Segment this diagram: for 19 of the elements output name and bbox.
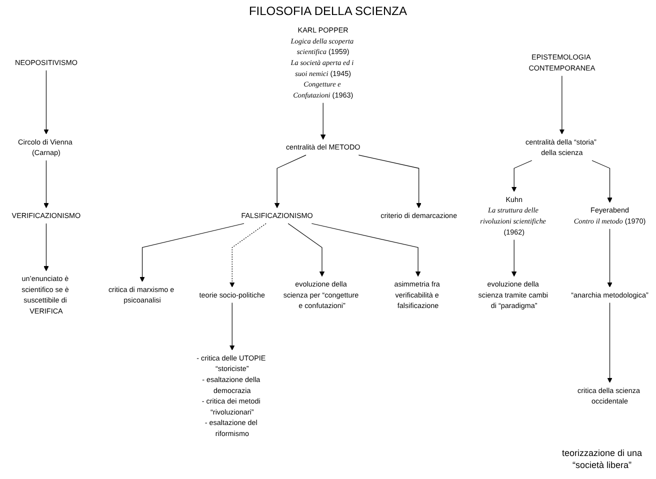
arrow <box>607 302 612 383</box>
note-text: teorizzazione di una “società libera” <box>560 446 644 471</box>
arrow <box>230 302 235 350</box>
arrow <box>311 223 421 277</box>
arrow <box>44 223 49 272</box>
arrow <box>274 154 306 208</box>
arrow <box>288 223 325 277</box>
arrow <box>559 76 565 134</box>
arrow <box>592 160 612 203</box>
arrow <box>320 102 326 140</box>
arrow <box>511 160 532 192</box>
arrow <box>511 239 517 277</box>
arrow <box>140 223 244 282</box>
arrow <box>44 160 49 208</box>
diagram-title: FILOSOFIA DELLA SCIENZA <box>248 4 408 18</box>
arrow <box>607 228 612 288</box>
arrow <box>230 223 266 288</box>
arrow <box>44 70 49 134</box>
arrow <box>358 154 422 208</box>
